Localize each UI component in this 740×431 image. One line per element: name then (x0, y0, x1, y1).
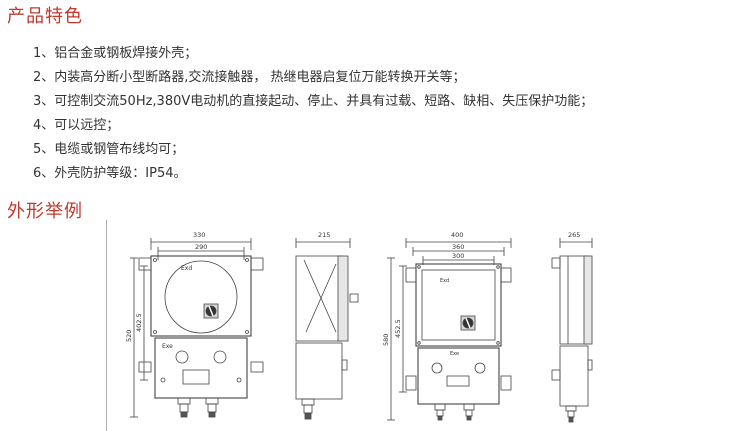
exd-label: Exd (181, 265, 192, 272)
enclosure-front-view-2 (387, 238, 512, 421)
dim-label: 402.5 (135, 313, 143, 332)
dim-label: 330 (193, 231, 205, 239)
enclosure-front-view-1 (130, 238, 264, 418)
dim-label: 520 (125, 330, 133, 342)
dim-label: 265 (568, 231, 580, 239)
features-title: 产品特色 (7, 6, 83, 27)
enclosure-side-view-2 (551, 238, 593, 423)
dim-label: 452.5 (394, 319, 402, 338)
dim-label: 290 (195, 243, 207, 251)
feature-item: 1、铝合金或钢板焊接外壳； (33, 46, 198, 61)
feature-item: 2、内装高分断小型断路器,交流接触器， 热继电器启复位万能转换开关等； (33, 70, 466, 85)
feature-item: 5、电缆或钢管布线均可； (33, 142, 185, 157)
feature-item: 6、外壳防护等级：IP54。 (33, 166, 187, 181)
features-list: 1、铝合金或钢板焊接外壳； 2、内装高分断小型断路器,交流接触器， 热继电器启复… (33, 42, 593, 186)
outline-title: 外形举例 (7, 201, 83, 222)
outline-drawing: 330 290 520 402.5 Exd Exe 215 (106, 220, 593, 431)
feature-item: 3、可控制交流50Hz,380V电动机的直接起动、停止、并具有过载、短路、缺相、… (33, 94, 594, 109)
enclosure-side-view-1 (295, 238, 359, 420)
dim-label: 215 (318, 231, 330, 239)
exe-label: Exe (450, 351, 459, 357)
feature-item: 4、可以远控； (33, 118, 120, 133)
dim-label: 360 (452, 243, 464, 251)
dim-label: 580 (382, 334, 390, 346)
exe-label: Exe (162, 343, 173, 350)
dim-label: 300 (452, 252, 464, 260)
dim-label: 400 (451, 231, 463, 239)
exd-label: Exd (440, 278, 449, 284)
